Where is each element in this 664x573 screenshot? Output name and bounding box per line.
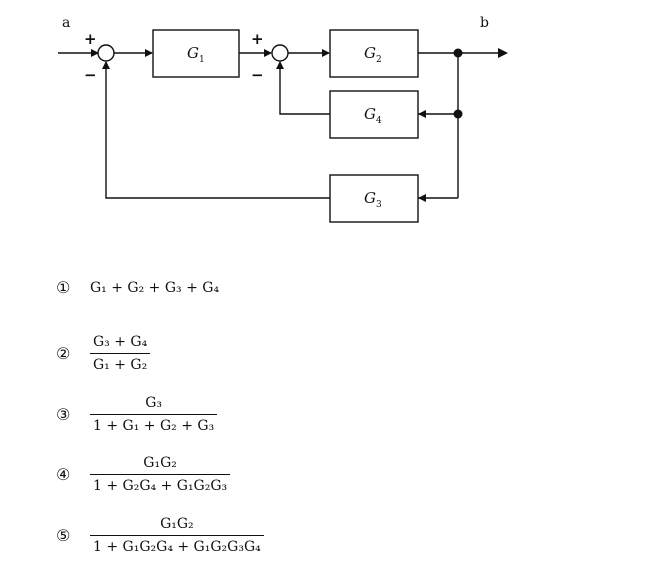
option-5-denominator: 1 + G₁G₂G₄ + G₁G₂G₃G₄	[90, 535, 264, 555]
option-3-fraction: G₃ 1 + G₁ + G₂ + G₃	[90, 395, 218, 434]
arrowhead-g3-sum1	[102, 61, 110, 69]
option-4[interactable]: ④ G₁G₂ 1 + G₂G₄ + G₁G₂G₃	[56, 455, 231, 494]
arrowhead-g2	[322, 49, 330, 57]
option-2[interactable]: ② G₃ + G₄ G₁ + G₂	[56, 334, 151, 373]
input-arrowhead	[91, 49, 99, 57]
option-4-denominator: 1 + G₂G₄ + G₁G₂G₃	[90, 474, 231, 494]
arrowhead-sum2	[264, 49, 272, 57]
sum1-minus-sign: −	[84, 66, 97, 84]
option-5[interactable]: ⑤ G₁G₂ 1 + G₁G₂G₄ + G₁G₂G₃G₄	[56, 516, 264, 555]
option-2-number: ②	[56, 344, 71, 363]
arrowhead-g1	[145, 49, 153, 57]
option-5-number: ⑤	[56, 526, 71, 545]
block-diagram: a b + − G1 + − G2 G4 G3	[58, 15, 508, 223]
block-g2	[329, 29, 419, 78]
input-label-a: a	[62, 15, 70, 31]
arrowhead-g4-sum2	[276, 61, 284, 69]
option-3-denominator: 1 + G₁ + G₂ + G₃	[90, 414, 218, 434]
block-g4	[329, 90, 419, 139]
block-g3-label: G3	[364, 189, 382, 210]
option-4-numerator: G₁G₂	[143, 455, 177, 471]
option-3-numerator: G₃	[145, 395, 162, 411]
option-2-fraction: G₃ + G₄ G₁ + G₂	[90, 334, 151, 373]
sum2-minus-sign: −	[251, 66, 264, 84]
option-3[interactable]: ③ G₃ 1 + G₁ + G₂ + G₃	[56, 395, 218, 434]
option-1-number: ①	[56, 278, 71, 297]
option-5-numerator: G₁G₂	[160, 516, 194, 532]
block-g4-label: G4	[364, 105, 382, 126]
option-2-numerator: G₃ + G₄	[93, 334, 148, 350]
output-label-b: b	[480, 15, 489, 31]
option-3-number: ③	[56, 405, 71, 424]
option-4-fraction: G₁G₂ 1 + G₂G₄ + G₁G₂G₃	[90, 455, 231, 494]
block-g1-label: G1	[187, 44, 205, 65]
wire-g3-sum1	[105, 62, 330, 199]
arrowhead-g4	[418, 110, 426, 118]
block-g2-label: G2	[364, 44, 382, 65]
option-1[interactable]: ① G₁ + G₂ + G₃ + G₄	[56, 278, 219, 297]
sum1-plus-sign: +	[84, 30, 97, 48]
option-5-fraction: G₁G₂ 1 + G₁G₂G₄ + G₁G₂G₃G₄	[90, 516, 264, 555]
option-2-denominator: G₁ + G₂	[90, 353, 151, 373]
output-arrowhead	[498, 48, 508, 58]
summing-junction-2	[271, 44, 289, 62]
block-g1	[152, 29, 240, 78]
block-g3	[329, 174, 419, 223]
arrowhead-g3	[418, 194, 426, 202]
option-4-number: ④	[56, 465, 71, 484]
summing-junction-1	[97, 44, 115, 62]
sum2-plus-sign: +	[251, 30, 264, 48]
wire-g4-sum2	[279, 62, 330, 115]
option-1-expression: G₁ + G₂ + G₃ + G₄	[90, 279, 220, 296]
